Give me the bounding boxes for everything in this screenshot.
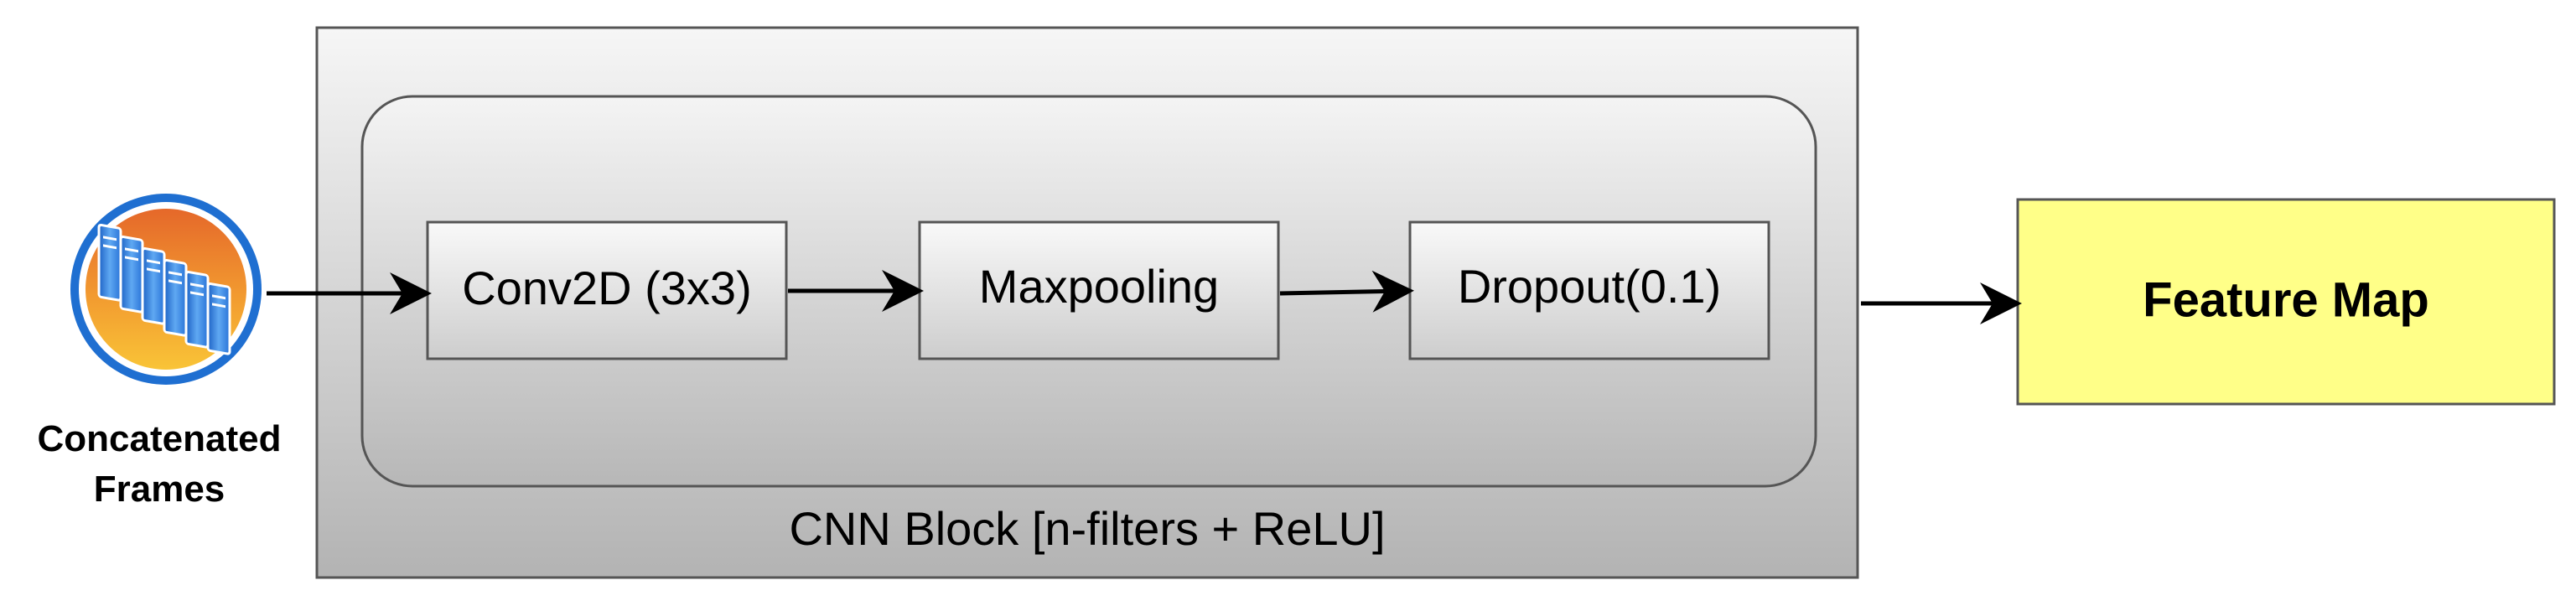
arrow-maxpooling-to-dropout: [1279, 270, 1414, 313]
layer-dropout: Dropout(0.1): [1408, 220, 1770, 360]
layer-conv2d-label: Conv2D (3x3): [462, 262, 751, 314]
input-label: Concatenated Frames: [0, 414, 319, 515]
input-label-line1: Concatenated: [37, 418, 282, 459]
server-rack-stack-icon: [70, 194, 262, 385]
layer-dropout-label: Dropout(0.1): [1458, 260, 1721, 313]
cnn-block-label: CNN Block [n-filters + ReLU]: [789, 502, 1385, 555]
input-label-line2: Frames: [93, 469, 225, 510]
feature-map-label: Feature Map: [2143, 272, 2429, 327]
layer-maxpooling: Maxpooling: [918, 220, 1280, 360]
feature-map-node: Feature Map: [2016, 198, 2556, 406]
layer-maxpooling-label: Maxpooling: [979, 260, 1219, 313]
layer-conv2d: Conv2D (3x3): [426, 220, 788, 360]
